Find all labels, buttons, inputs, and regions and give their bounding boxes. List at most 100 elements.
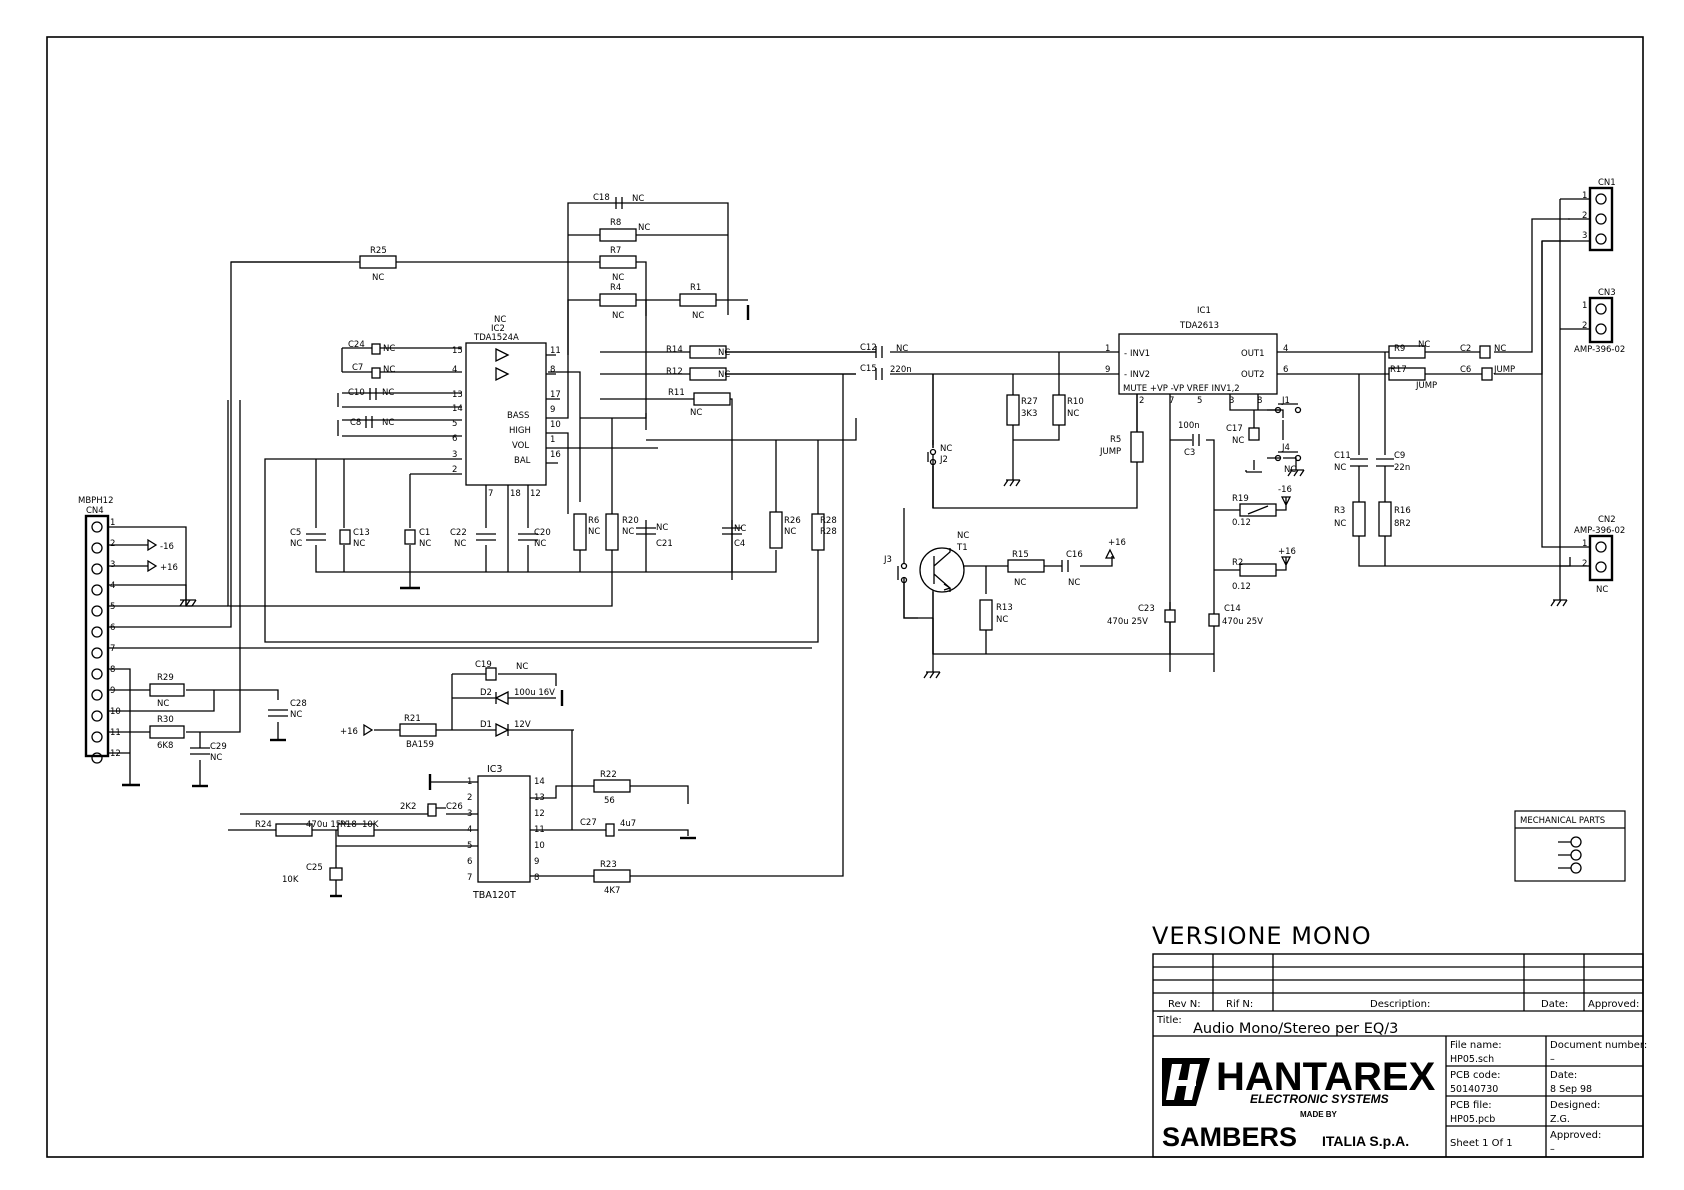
r1-ref: R1 <box>690 283 701 293</box>
ic1-inv1: - <box>1124 349 1127 359</box>
r19-rail: -16 <box>1278 485 1292 495</box>
logo-brand: HANTAREX <box>1216 1055 1436 1099</box>
cn4-body <box>84 514 110 758</box>
ic3-pin-right: 9 <box>534 857 539 867</box>
c14-ref: C14 <box>1224 604 1241 614</box>
c10-value: NC <box>382 388 394 398</box>
c8-ref: C8 <box>350 418 361 428</box>
r20 <box>605 513 619 551</box>
pcb-file-value: HP05.pcb <box>1450 1114 1495 1125</box>
r16-ref: R16 <box>1394 506 1411 516</box>
c4-value: NC <box>734 524 746 534</box>
c9-ref: C9 <box>1394 451 1405 461</box>
r23-value: 4K7 <box>604 886 620 896</box>
c19-ref: C19 <box>475 660 492 670</box>
r5-value: JUMP <box>1099 447 1121 457</box>
logo-subtitle: ELECTRONIC SYSTEMS <box>1250 1092 1389 1106</box>
mechanical-parts-box: MECHANICAL PARTS <box>1514 810 1626 882</box>
mechanical-parts-label: MECHANICAL PARTS <box>1520 816 1605 826</box>
pcb-code-label: PCB code: <box>1450 1070 1501 1081</box>
r18-ref: R18 <box>340 820 357 830</box>
r15-ref: R15 <box>1012 550 1029 560</box>
r20-value: NC <box>622 527 634 537</box>
ic2-pin-left: 13 <box>452 390 463 400</box>
c2-ref: C2 <box>1460 344 1471 354</box>
r19-ref: R19 <box>1232 494 1249 504</box>
ic1-pin5: 5 <box>1197 396 1202 406</box>
hantarex-logo-icon <box>1162 1058 1210 1106</box>
date-label: Date: <box>1550 1070 1577 1081</box>
r9 <box>1388 345 1426 359</box>
doc-number-value: – <box>1550 1054 1555 1065</box>
connector-cn2: CN2 AMP-396-02 1 2 NC <box>1541 241 1625 607</box>
r9-ref: R9 <box>1394 344 1405 354</box>
c6-value: JUMP <box>1493 365 1515 375</box>
ic3-pin-right: 10 <box>534 841 545 851</box>
cn3-pin2: 2 <box>1582 321 1587 331</box>
cn4-pin-circle <box>91 605 103 617</box>
r29-ref: R29 <box>157 673 174 683</box>
r2 <box>1239 563 1277 577</box>
ic2-pin-left: 15 <box>452 346 463 356</box>
ic2-ref: IC2 <box>491 324 505 334</box>
j2-value: NC <box>940 444 952 454</box>
cn2-body <box>1588 534 1614 582</box>
ic2-pin-bottom: 7 <box>488 489 493 499</box>
c11-ref: C11 <box>1334 451 1351 461</box>
ic2-pin-left: 14 <box>452 404 463 414</box>
c5-value: NC <box>290 539 302 549</box>
cn4-pin-circle <box>91 752 103 764</box>
r22-value: 56 <box>604 796 615 806</box>
t1 <box>919 547 965 593</box>
cn2-type: AMP-396-02 <box>1574 526 1625 536</box>
c15-ref: C15 <box>860 364 877 374</box>
r17-ref: R17 <box>1390 365 1407 375</box>
r18-value: 10K <box>362 820 379 830</box>
c1-ref: C1 <box>419 528 430 538</box>
cn1-label: CN1 <box>1598 178 1616 188</box>
r26 <box>769 511 783 549</box>
r20-ref: R20 <box>622 516 639 526</box>
c22-value: NC <box>454 539 466 549</box>
r2-ref: R2 <box>1232 558 1243 568</box>
ic2-components: C18 NC R8 NC R25 NC R7 NC R4 NC R1 NC C2… <box>290 193 837 551</box>
r23-ref: R23 <box>600 860 617 870</box>
r26-ref: R26 <box>784 516 801 526</box>
ic1-bottom-labels: MUTE +VP -VP VREF INV1,2 <box>1123 384 1240 394</box>
d1-value: 12V <box>514 720 531 730</box>
cn4-pin-number: 1 <box>110 518 115 528</box>
ic3-pin-left: 2 <box>467 793 472 803</box>
r24-value: 470u 15V <box>306 820 347 830</box>
cn4-pin-circle <box>91 626 103 638</box>
r30 <box>149 725 185 739</box>
approved-value: – <box>1550 1144 1555 1155</box>
d2-ref: D2 <box>480 688 492 698</box>
ic3-pin-left: 6 <box>467 857 472 867</box>
r2-value: 0.12 <box>1232 582 1251 592</box>
c2-value: NC <box>1494 344 1506 354</box>
pcb-code-value: 50140730 <box>1450 1084 1498 1095</box>
ic2-vol: VOL <box>512 441 529 451</box>
r26-value: NC <box>784 527 796 537</box>
designed-label: Designed: <box>1550 1100 1600 1111</box>
cn1-pin2: 2 <box>1582 211 1587 221</box>
c15-value: 220n <box>890 365 912 375</box>
approved-header: Approved: <box>1588 999 1639 1010</box>
ic2-bass: BASS <box>507 411 529 421</box>
ic2-pin-right: 1 <box>550 435 555 445</box>
variant-title: VERSIONE MONO <box>1152 922 1372 950</box>
ic1-pin8: 8 <box>1257 396 1262 406</box>
r7 <box>599 255 637 269</box>
cn4-type-label: MBPH12 <box>78 496 114 506</box>
r25 <box>359 255 397 269</box>
c21-ref: C21 <box>656 539 673 549</box>
c6-ref: C6 <box>1460 365 1471 375</box>
c3-ref: 100n <box>1178 421 1200 431</box>
c8-value: NC <box>382 418 394 428</box>
cn4-pin-number: 11 <box>110 728 121 738</box>
r13 <box>979 599 993 631</box>
ic2-pin-left: 2 <box>452 465 457 475</box>
